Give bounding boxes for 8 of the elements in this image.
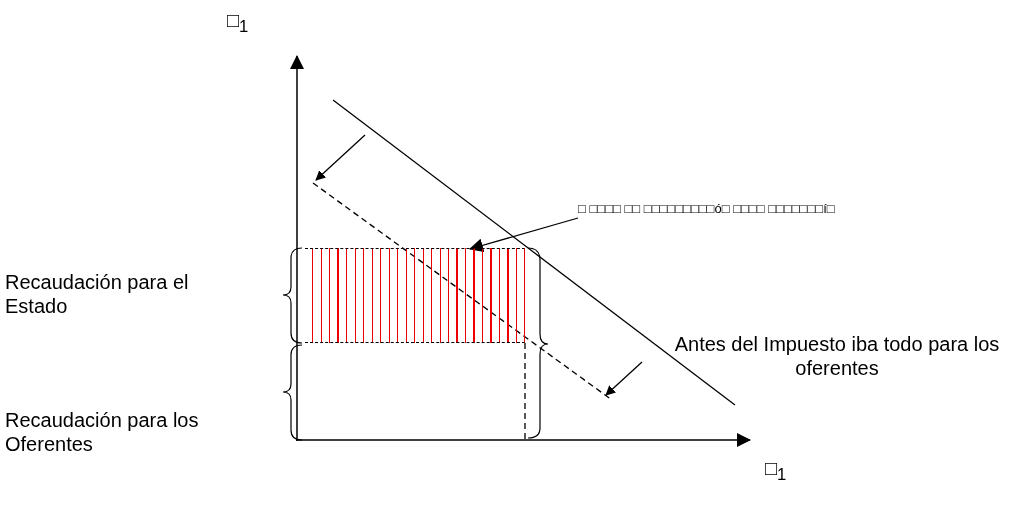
hatched-area [305, 248, 525, 343]
annotation-text: □ □□□□ □□ □□□□□□□□□ó□ □□□□ □□□□□□□í□ [578, 201, 835, 217]
axis-label: □$_{1}$ [227, 8, 249, 38]
leader-arrow [469, 217, 579, 253]
brace-label: Recaudación para los Oferentes [5, 408, 200, 456]
axis-label: □$_{1}$ [765, 456, 787, 486]
annotation-text: Antes del Impuesto iba todo para los oferentes [673, 332, 1001, 380]
brace-label: Recaudación para el Estado [5, 270, 190, 318]
